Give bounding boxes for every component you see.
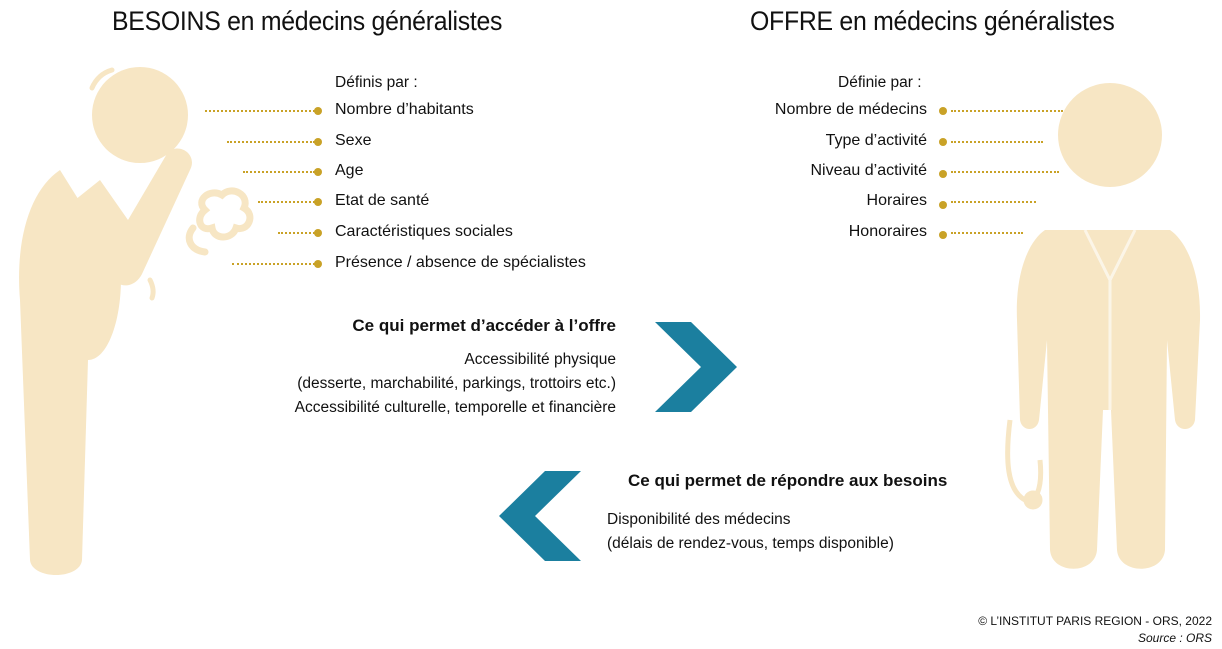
offre-item: Nombre de médecins [774, 101, 927, 118]
offre-item: Horaires [866, 192, 927, 209]
connector-line [278, 232, 315, 234]
arrow-right-icon [655, 322, 737, 412]
besoins-title: BESOINS en médecins généralistes [112, 6, 503, 36]
bullet-dot [939, 201, 947, 209]
connector-line [258, 201, 315, 203]
bullet-dot [314, 168, 322, 176]
connector-line [951, 171, 1059, 173]
connector-line [951, 232, 1023, 234]
doctor-figure-icon [1005, 83, 1201, 569]
connector-line [205, 110, 315, 112]
connector-line [232, 263, 315, 265]
besoins-item: Caractéristiques sociales [335, 223, 513, 240]
connector-line [951, 110, 1063, 112]
bullet-dot [939, 138, 947, 146]
bullet-dot [314, 198, 322, 206]
bullet-dot [939, 107, 947, 115]
besoins-item: Sexe [335, 132, 372, 149]
source-note: Source : ORS [1137, 631, 1212, 645]
offre-item: Niveau d’activité [810, 162, 928, 179]
besoins-defined-by: Définis par : [335, 74, 418, 91]
respond-line: Disponibilité des médecins [607, 511, 791, 528]
respond-heading: Ce qui permet de répondre aux besoins [628, 471, 948, 490]
bullet-dot [314, 260, 322, 268]
connector-line [227, 141, 315, 143]
access-heading: Ce qui permet d’accéder à l’offre [352, 316, 616, 335]
offre-title: OFFRE en médecins généralistes [750, 6, 1115, 36]
offre-item: Honoraires [848, 223, 927, 240]
offre-defined-by: Définie par : [838, 74, 922, 91]
connector-line [243, 171, 315, 173]
access-line: Accessibilité physique [464, 351, 616, 368]
besoins-item: Nombre d’habitants [335, 101, 474, 118]
bullet-dot [939, 231, 947, 239]
offre-item: Type d’activité [825, 132, 927, 149]
connector-line [951, 201, 1036, 203]
respond-line: (délais de rendez-vous, temps disponible… [607, 535, 894, 552]
besoins-item: Age [335, 162, 364, 179]
arrow-left-icon [499, 471, 581, 561]
connector-line [951, 141, 1043, 143]
access-line: (desserte, marchabilité, parkings, trott… [297, 375, 616, 392]
bullet-dot [314, 107, 322, 115]
bullet-dot [314, 229, 322, 237]
bullet-dot [939, 170, 947, 178]
copyright: © L’INSTITUT PARIS REGION - ORS, 2022 [978, 614, 1212, 628]
besoins-item: Présence / absence de spécialistes [335, 254, 586, 271]
access-line: Accessibilité culturelle, temporelle et … [294, 399, 616, 416]
besoins-item: Etat de santé [335, 192, 430, 209]
patient-figure-icon [19, 67, 254, 575]
bullet-dot [314, 138, 322, 146]
